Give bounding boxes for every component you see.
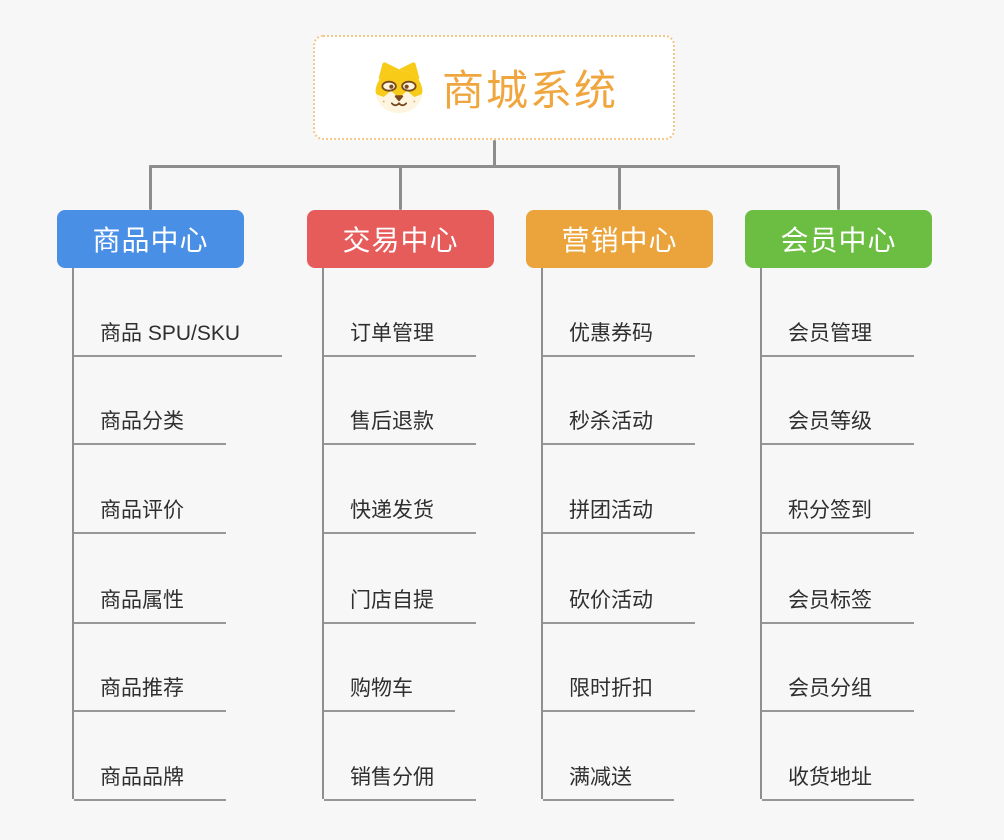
root-node[interactable]: 商城系统 [313, 35, 675, 140]
leaf-item[interactable]: 会员等级 [762, 407, 914, 445]
branch-trunk-line: 订单管理售后退款快递发货门店自提购物车销售分佣 [322, 268, 476, 801]
branch-trunk-line: 优惠券码秒杀活动拼团活动砍价活动限时折扣满减送 [541, 268, 695, 801]
leaf-item[interactable]: 订单管理 [324, 319, 476, 357]
leaf-item[interactable]: 满减送 [543, 763, 674, 801]
leaf-item[interactable]: 商品 SPU/SKU [74, 319, 283, 357]
branch-node-3[interactable]: 营销中心 [526, 210, 713, 268]
leaf-item[interactable]: 商品分类 [74, 407, 226, 445]
leaf-item[interactable]: 秒杀活动 [543, 407, 695, 445]
leaf-item[interactable]: 快递发货 [324, 496, 476, 534]
leaf-item[interactable]: 商品评价 [74, 496, 226, 534]
leaf-item[interactable]: 商品属性 [74, 586, 226, 624]
branch-node-2[interactable]: 交易中心 [307, 210, 494, 268]
leaf-item[interactable]: 收货地址 [762, 763, 914, 801]
leaf-item[interactable]: 会员标签 [762, 586, 914, 624]
connector-branch1-drop [149, 165, 152, 210]
leaf-item[interactable]: 商品推荐 [74, 674, 226, 712]
branch-label: 营销中心 [561, 225, 678, 256]
root-title: 商城系统 [441, 67, 618, 114]
leaf-item[interactable]: 拼团活动 [543, 496, 695, 534]
branch-label: 交易中心 [342, 225, 459, 256]
leaf-item[interactable]: 购物车 [324, 674, 455, 712]
leaf-item[interactable]: 会员分组 [762, 674, 914, 712]
branch-node-1[interactable]: 商品中心 [57, 210, 244, 268]
connector-branch2-drop [399, 165, 402, 210]
connector-branch4-drop [837, 165, 840, 210]
branch-trunk-line: 会员管理会员等级积分签到会员标签会员分组收货地址 [760, 268, 914, 801]
leaf-item[interactable]: 积分签到 [762, 496, 914, 534]
leaf-item[interactable]: 砍价活动 [543, 586, 695, 624]
branch-label: 会员中心 [780, 225, 897, 256]
leaf-item[interactable]: 优惠券码 [543, 319, 695, 357]
leaf-item[interactable]: 门店自提 [324, 586, 476, 624]
connector-root-drop [493, 140, 496, 168]
dog-face-icon [370, 61, 428, 115]
branch-label: 商品中心 [92, 225, 209, 256]
leaf-item[interactable]: 会员管理 [762, 319, 914, 357]
leaf-item[interactable]: 售后退款 [324, 407, 476, 445]
leaf-item[interactable]: 销售分佣 [324, 763, 476, 801]
connector-horizontal [149, 165, 840, 168]
branch-trunk-line: 商品 SPU/SKU 商品分类商品评价商品属性商品推荐商品品牌 [72, 268, 283, 801]
branch-node-4[interactable]: 会员中心 [745, 210, 932, 268]
leaf-item[interactable]: 商品品牌 [74, 763, 226, 801]
connector-branch3-drop [618, 165, 621, 210]
leaf-item[interactable]: 限时折扣 [543, 674, 695, 712]
